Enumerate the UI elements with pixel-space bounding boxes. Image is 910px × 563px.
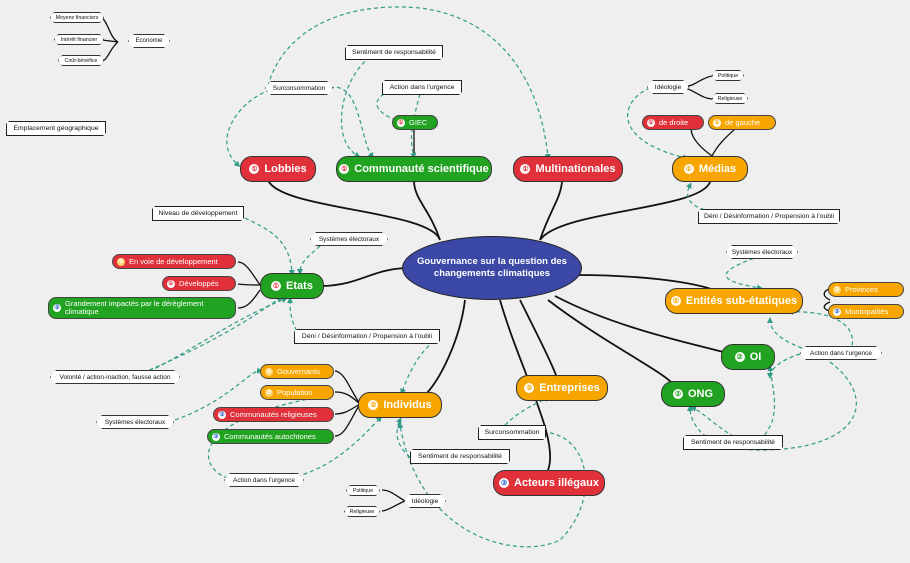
- label-deni-desinformation-top[interactable]: Déni / Désinformation / Propension à l'o…: [698, 209, 840, 224]
- label-sentiment-responsabilite-top[interactable]: Sentiment de responsabilité: [345, 45, 443, 60]
- label-politique-bot[interactable]: Politique: [346, 485, 380, 496]
- label-niveau-developpement[interactable]: Niveau de développement: [152, 206, 244, 221]
- label-economie[interactable]: Economie: [128, 34, 170, 48]
- label-religieuse-top[interactable]: Religieuse: [712, 93, 748, 104]
- label-systemes-electoraux-left[interactable]: Systèmes électoraux: [96, 415, 174, 429]
- central-topic[interactable]: Gouvernance sur la question des changeme…: [402, 236, 582, 300]
- label-emplacement-geographique[interactable]: Emplacement géographique: [6, 121, 106, 136]
- label-action-urgence-bot[interactable]: Action dans l'urgence: [224, 473, 304, 487]
- label-systemes-electoraux-etats[interactable]: Systèmes électoraux: [310, 232, 388, 246]
- label-religieuse-bot[interactable]: Religieuse: [344, 506, 380, 517]
- main-branches: [267, 179, 731, 471]
- label-ideologie-top[interactable]: Idéologie: [647, 80, 689, 94]
- label-volonte-action[interactable]: Volonté / action-inaction, fausse action: [50, 370, 180, 384]
- label-moyens-financiers[interactable]: Moyens financiers: [50, 12, 104, 23]
- label-deni-desinformation-mid[interactable]: Déni / Désinformation / Propension à l'o…: [294, 329, 440, 344]
- label-cout-benefice[interactable]: Coût-bénéfice: [58, 55, 104, 66]
- label-systemes-electoraux-right[interactable]: Systèmes électoraux: [726, 245, 798, 259]
- label-sentiment-responsabilite-right[interactable]: Sentiment de responsabilité: [683, 435, 783, 450]
- label-interet-financier[interactable]: Intérêt financier: [54, 34, 104, 45]
- label-ideologie-bot[interactable]: Idéologie: [404, 494, 446, 508]
- label-surconsommation-bot[interactable]: Surconsommation: [478, 425, 546, 440]
- label-action-urgence-top[interactable]: Action dans l'urgence: [382, 80, 462, 95]
- label-action-urgence-right[interactable]: Action dans l'urgence: [800, 346, 882, 360]
- label-politique-top[interactable]: Politique: [712, 70, 744, 81]
- label-surconsommation-top[interactable]: Surconsommation: [265, 81, 333, 95]
- label-sentiment-responsabilite-bot[interactable]: Sentiment de responsabilité: [410, 449, 510, 464]
